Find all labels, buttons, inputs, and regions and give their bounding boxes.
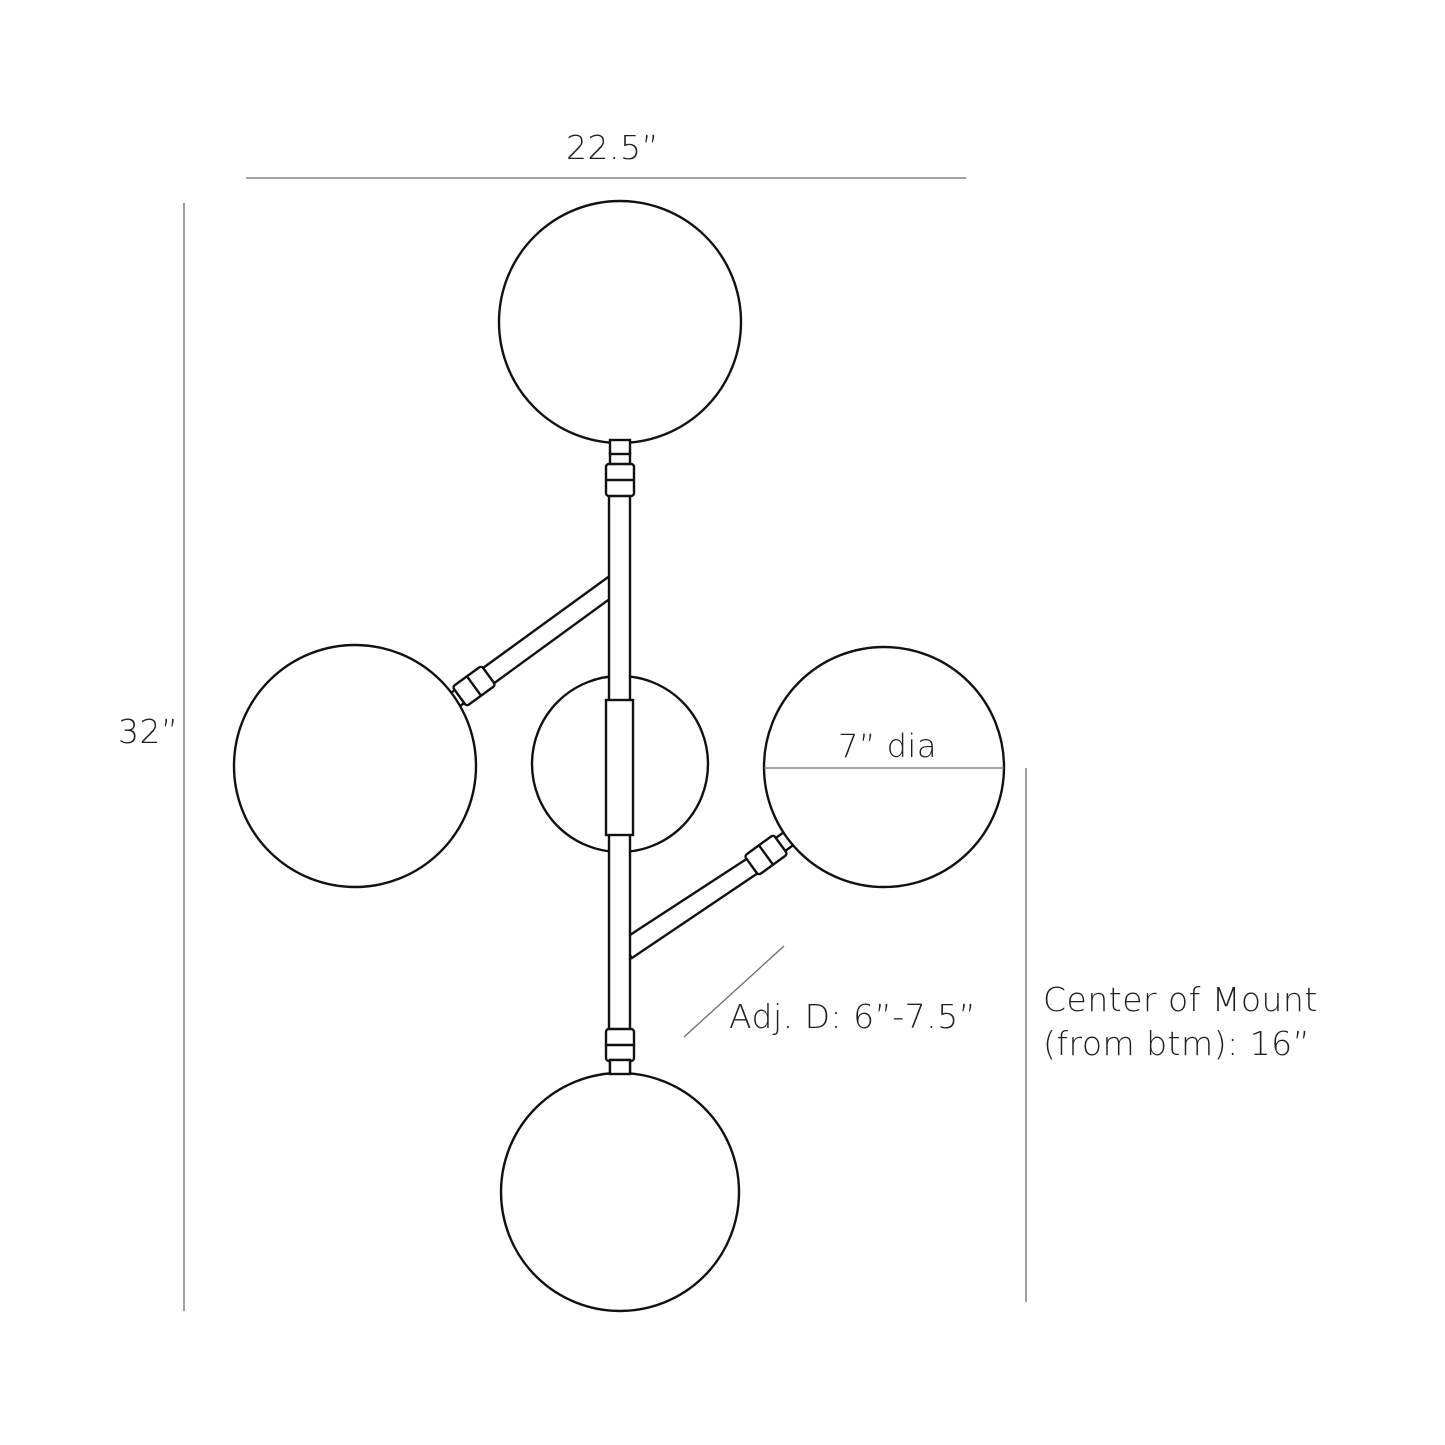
width-label: 22.5” [566,128,660,167]
bottom-socket-neck [608,1058,632,1076]
globe-diameter-label: 7” dia [838,727,937,765]
right-globe [762,645,1006,889]
top-socket-neck [608,438,632,456]
top-socket [604,451,636,498]
center-of-mount-label-line1: Center of Mount [1043,980,1318,1019]
depth-leader-line [683,945,785,1038]
top-globe [497,199,743,445]
canopy-backplate [604,698,635,837]
adjustable-depth-label: Adj. D: 6”-7.5” [729,997,977,1036]
bottom-globe [499,1071,741,1313]
height-label: 32” [118,712,179,751]
left-globe [232,643,478,889]
center-of-mount-label-line2: (from btm): 16” [1043,1024,1311,1063]
